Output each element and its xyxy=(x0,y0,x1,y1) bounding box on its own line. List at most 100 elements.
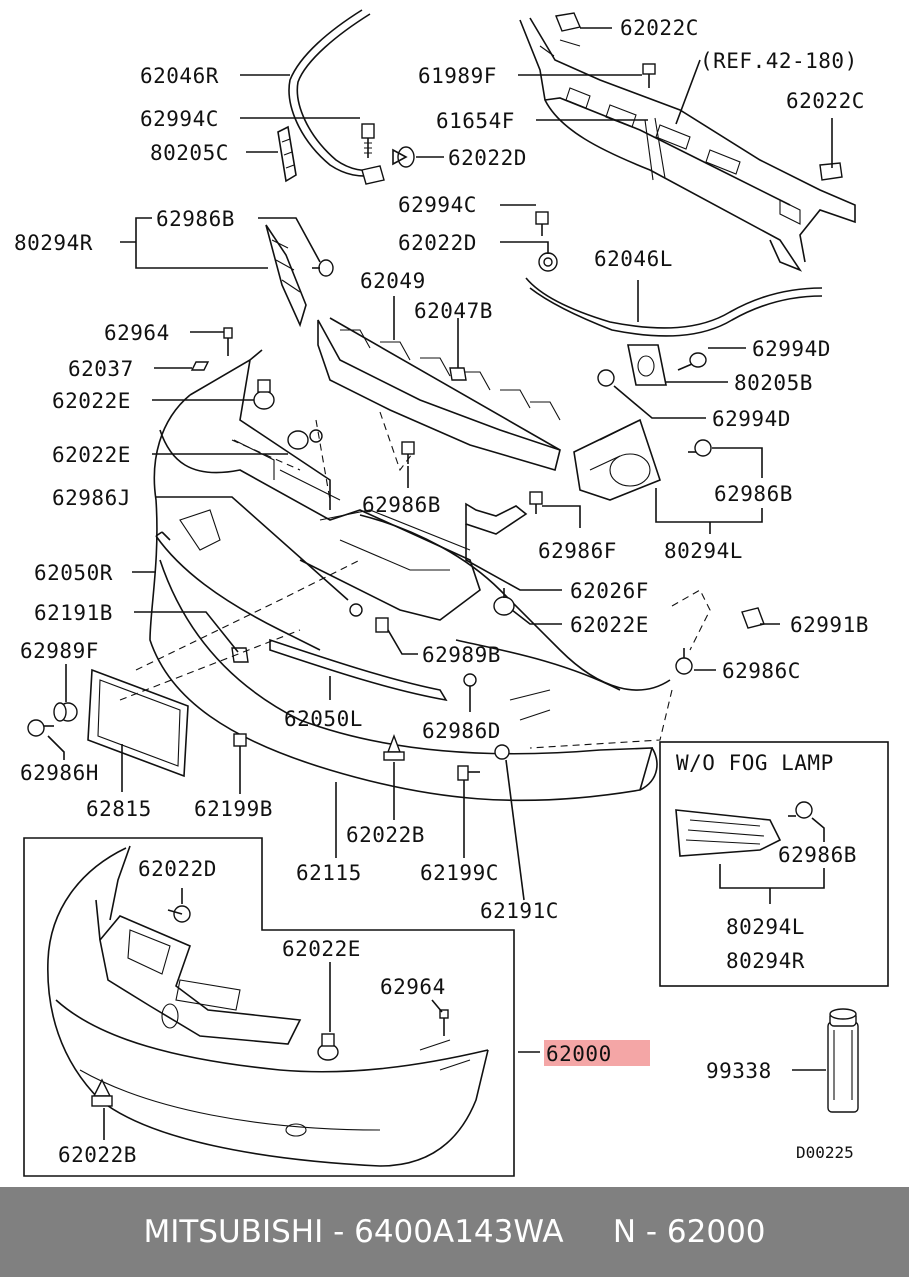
label-wo-fog-lamp: W/O FOG LAMP xyxy=(676,751,834,775)
part-drawings xyxy=(23,9,889,1177)
bolt-62986F xyxy=(529,491,543,514)
label-62986D[interactable]: 62986D xyxy=(422,719,501,743)
label-62022C-top[interactable]: 62022C xyxy=(620,16,699,40)
label-62986B-b[interactable]: 62986B xyxy=(362,493,441,517)
label-62191B[interactable]: 62191B xyxy=(34,601,113,625)
label-62994C-b[interactable]: 62994C xyxy=(398,193,477,217)
label-62964-a[interactable]: 62964 xyxy=(104,321,170,345)
bolt-62986B-left xyxy=(312,259,334,277)
label-62994D-a[interactable]: 62994D xyxy=(752,337,831,361)
label-80294L-b[interactable]: 80294L xyxy=(726,915,805,939)
footer-part-info: MITSUBISHI - 6400A143WA N - 62000 xyxy=(143,1214,766,1250)
label-62000[interactable]: 62000 xyxy=(546,1042,612,1066)
clip-62991B xyxy=(741,607,765,629)
label-ref-42-180[interactable]: (REF.42-180) xyxy=(700,49,858,73)
leader-lines xyxy=(47,27,833,1140)
bumper-exploded-diagram: 62022C (REF.42-180) 62046R 61989F 62994C… xyxy=(14,9,889,1177)
label-62037[interactable]: 62037 xyxy=(68,357,134,381)
clip-62022C-top xyxy=(555,12,581,32)
label-61654F[interactable]: 61654F xyxy=(436,109,515,133)
label-80294R[interactable]: 80294R xyxy=(14,231,93,255)
bolt-62994D-b xyxy=(597,369,615,387)
bolt-62994D-a xyxy=(677,352,707,371)
bolt-62994C xyxy=(361,123,375,158)
label-62991B[interactable]: 62991B xyxy=(790,613,869,637)
label-80205B[interactable]: 80205B xyxy=(734,371,813,395)
bumper-assembly-62000 xyxy=(47,845,489,1167)
label-62989B[interactable]: 62989B xyxy=(422,643,501,667)
clip-62022E-assy xyxy=(317,1033,339,1061)
clip-62022B-assy xyxy=(91,1078,113,1107)
label-99338[interactable]: 99338 xyxy=(706,1059,772,1083)
label-80294R-b[interactable]: 80294R xyxy=(726,949,805,973)
bolt-62986B-right xyxy=(688,439,712,457)
drawing-code: D00225 xyxy=(796,1143,854,1162)
label-62050R[interactable]: 62050R xyxy=(34,561,113,585)
bracket-80294R xyxy=(265,224,307,328)
label-62199C[interactable]: 62199C xyxy=(420,861,499,885)
label-62022B-a[interactable]: 62022B xyxy=(346,823,425,847)
label-62964-b[interactable]: 62964 xyxy=(380,975,446,999)
label-62989F[interactable]: 62989F xyxy=(20,639,99,663)
bolt-62986H xyxy=(27,719,54,737)
clip-62022D-upper xyxy=(392,146,415,168)
bolt-62986B-fog xyxy=(788,801,813,819)
label-62022B-b[interactable]: 62022B xyxy=(58,1143,137,1167)
label-62026F[interactable]: 62026F xyxy=(570,579,649,603)
highlight-62000 xyxy=(544,1040,650,1066)
bolt-62986D xyxy=(463,673,477,687)
label-62022E-c[interactable]: 62022E xyxy=(570,613,649,637)
label-62050L[interactable]: 62050L xyxy=(284,707,363,731)
clip-62191C xyxy=(494,744,510,760)
label-80205C[interactable]: 80205C xyxy=(150,141,229,165)
label-62191C[interactable]: 62191C xyxy=(480,899,559,923)
label-62022E-b[interactable]: 62022E xyxy=(52,443,131,467)
label-62986B-a[interactable]: 62986B xyxy=(156,207,235,231)
fog-cover-80294 xyxy=(675,809,782,857)
label-62986C[interactable]: 62986C xyxy=(722,659,801,683)
label-62046R[interactable]: 62046R xyxy=(140,64,219,88)
bracket-62046L xyxy=(525,277,823,329)
label-62986B-c[interactable]: 62986B xyxy=(714,482,793,506)
bolt-62199B xyxy=(233,733,247,760)
label-62047B[interactable]: 62047B xyxy=(414,299,493,323)
assembly-dashed-lines xyxy=(119,411,711,749)
label-62022E-d[interactable]: 62022E xyxy=(282,937,361,961)
wo-fog-lamp-box xyxy=(659,741,889,987)
bolt-62986C xyxy=(675,648,693,675)
label-61989F[interactable]: 61989F xyxy=(418,64,497,88)
clip-62022C-right xyxy=(819,162,843,181)
clip-62022B-a xyxy=(383,734,405,761)
clip-62022D-mid xyxy=(538,252,558,272)
label-80294L-a[interactable]: 80294L xyxy=(664,539,743,563)
label-62115[interactable]: 62115 xyxy=(296,861,362,885)
label-62986H[interactable]: 62986H xyxy=(20,761,99,785)
bolt-62986B-mid xyxy=(401,441,415,464)
label-62046L[interactable]: 62046L xyxy=(594,247,673,271)
plate-62815 xyxy=(87,668,189,778)
label-62022D-b[interactable]: 62022D xyxy=(398,231,477,255)
clip-62989F xyxy=(53,702,78,722)
label-62815[interactable]: 62815 xyxy=(86,797,152,821)
label-62022D-a[interactable]: 62022D xyxy=(448,146,527,170)
label-62022D-c[interactable]: 62022D xyxy=(138,857,217,881)
label-62994D-b[interactable]: 62994D xyxy=(712,407,791,431)
clip-62022E-c xyxy=(493,588,515,616)
bracket-80294L xyxy=(573,418,661,501)
label-62994C-a[interactable]: 62994C xyxy=(140,107,219,131)
label-62049[interactable]: 62049 xyxy=(360,269,426,293)
label-62986J[interactable]: 62986J xyxy=(52,486,131,510)
label-62022C-right[interactable]: 62022C xyxy=(786,89,865,113)
tag-62037 xyxy=(190,361,210,371)
clip-62022E-a xyxy=(253,379,275,410)
sealant-tube-99338 xyxy=(827,1008,859,1113)
label-62022E-a[interactable]: 62022E xyxy=(52,389,131,413)
label-62199B[interactable]: 62199B xyxy=(194,797,273,821)
strip-62050R xyxy=(155,509,321,651)
clip-62047B xyxy=(449,367,467,381)
bracket-80205B xyxy=(627,344,667,386)
label-62986B-d[interactable]: 62986B xyxy=(778,843,857,867)
label-62986F[interactable]: 62986F xyxy=(538,539,617,563)
pin-62964-upper xyxy=(223,327,233,356)
